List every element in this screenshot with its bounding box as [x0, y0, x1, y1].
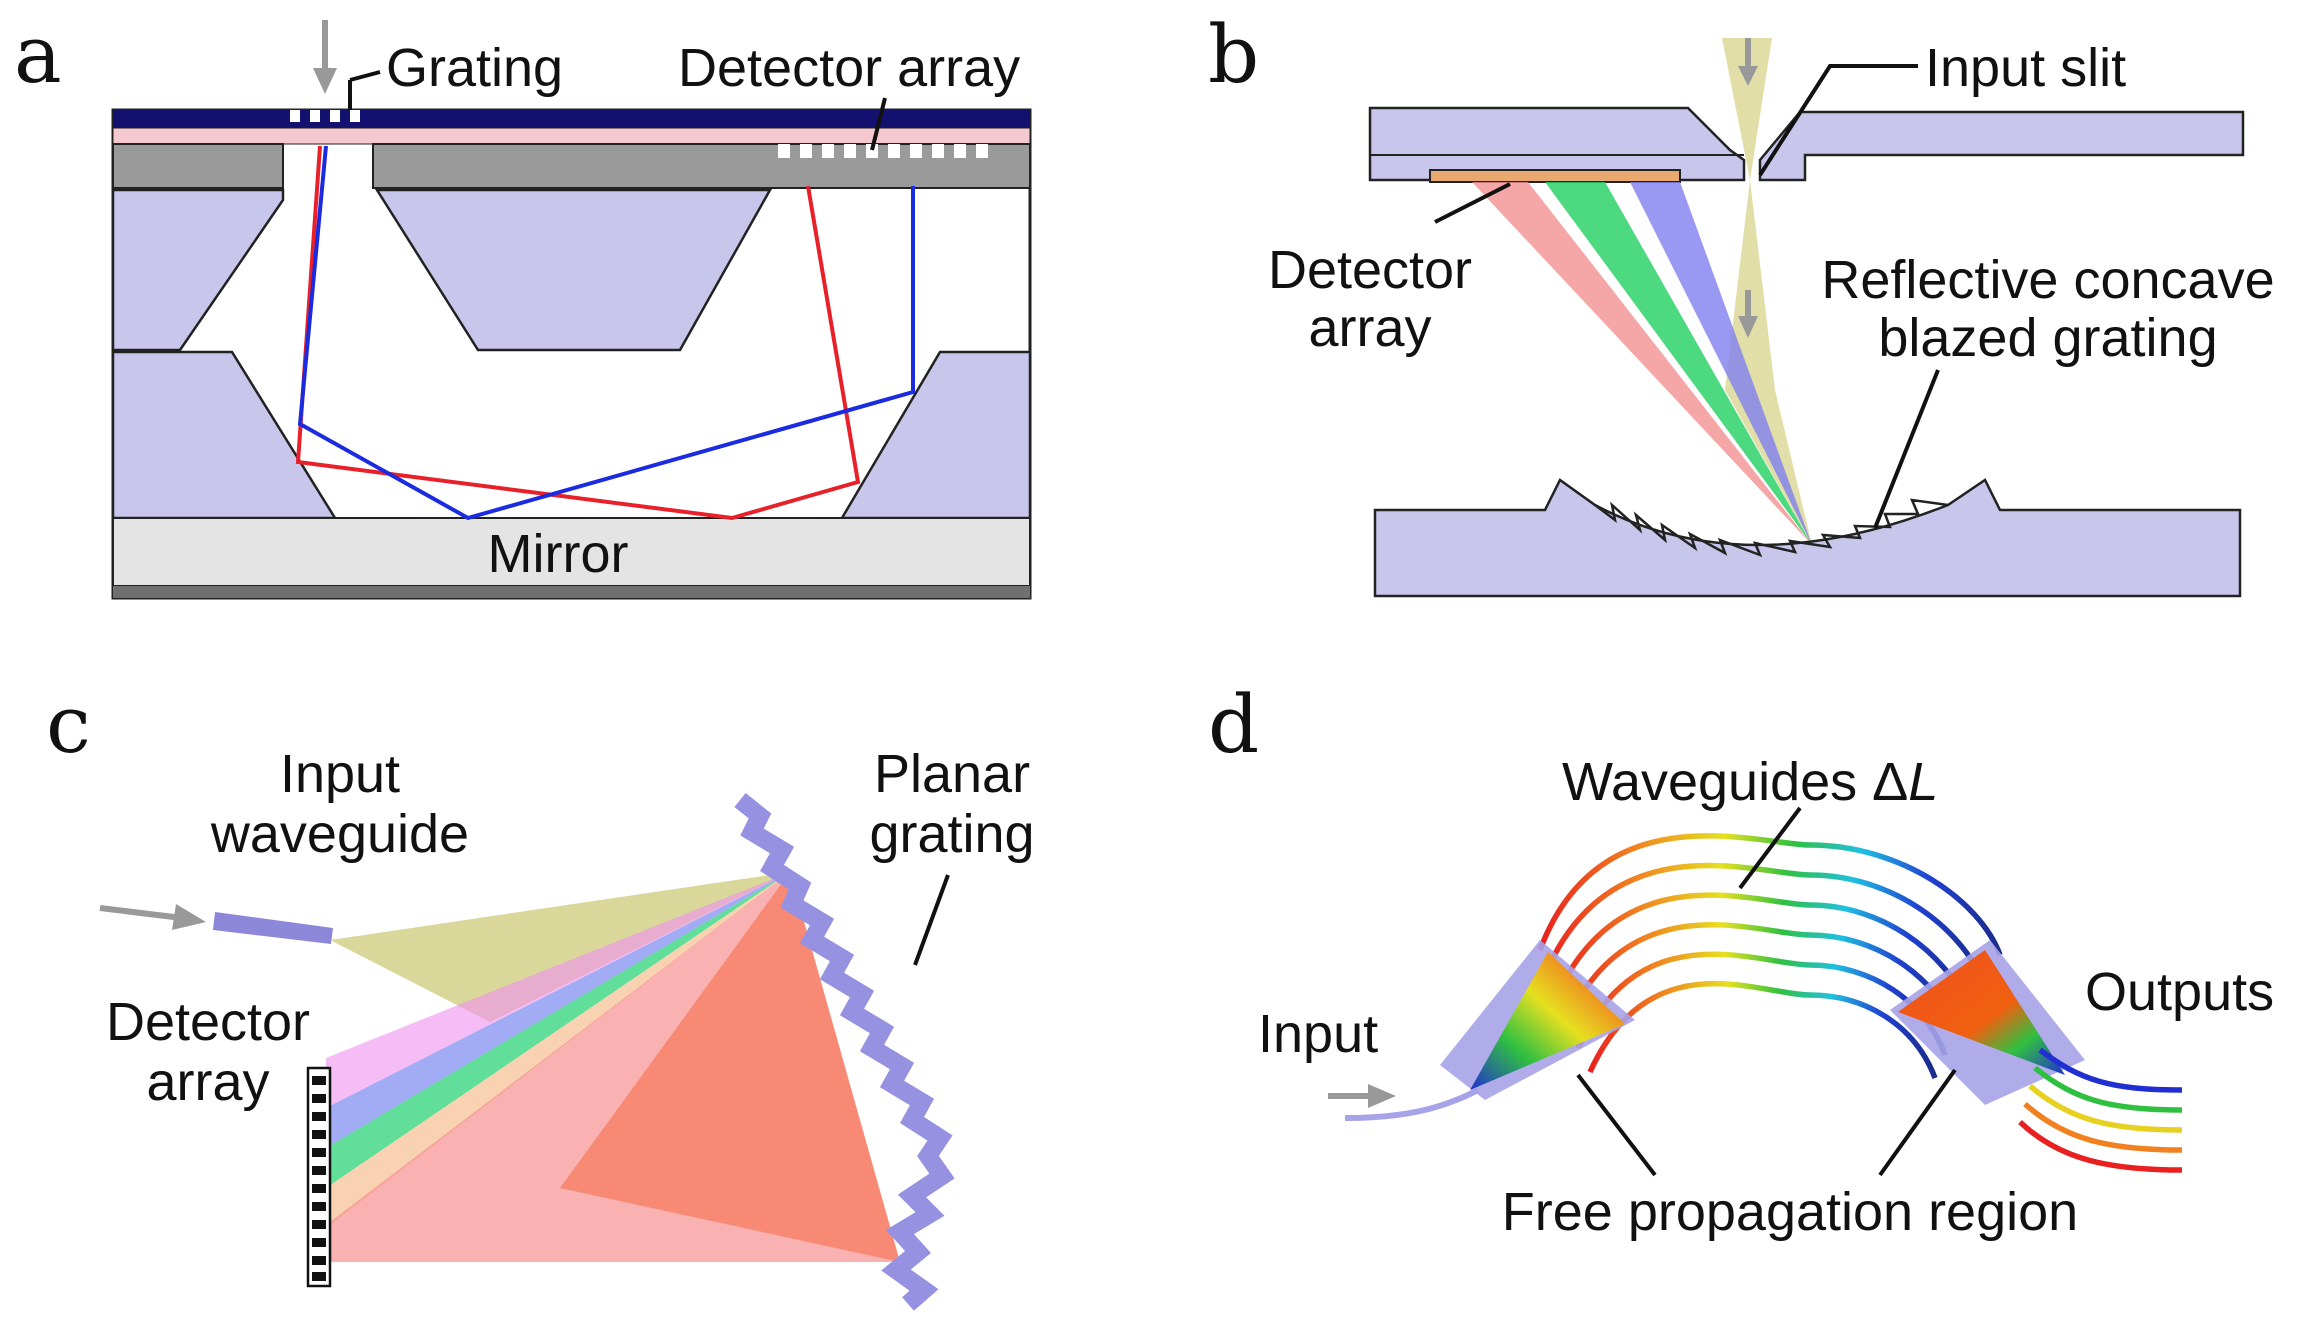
- gray-layer-right: [372, 143, 1031, 189]
- leader-detector: [870, 97, 887, 151]
- detector-strip: [1429, 169, 1681, 183]
- label-detector-array: Detector array: [678, 38, 1020, 98]
- label-grating-b-1: Reflective concave: [1821, 250, 2274, 310]
- top-plate-left: [1368, 106, 1746, 182]
- label-grating: Grating: [386, 38, 563, 98]
- label-fpr: Free propagation region: [1502, 1182, 2078, 1242]
- leader-grating-b: [1873, 369, 1940, 529]
- detector-array-teeth: [778, 144, 988, 158]
- leader-fpr-right: [1878, 1068, 1957, 1177]
- fpr-right-fan: [1898, 950, 2065, 1075]
- input-beam-lower: [1725, 390, 1812, 545]
- gray-layer-left: [112, 143, 284, 189]
- input-waveguide: [213, 912, 333, 944]
- detector-array-c: [306, 1066, 332, 1288]
- label-input-1: Input: [280, 744, 400, 804]
- panel-letter-a: a: [14, 8, 62, 101]
- leader-input-slit: [1758, 64, 1918, 177]
- panel-d: d Waveguides ΔL Inp: [1208, 678, 2274, 1242]
- pink-layer: [112, 127, 1031, 145]
- arrow-d-head: [1368, 1084, 1396, 1108]
- diffracted-red: [1472, 182, 1812, 545]
- panel-letter-c: c: [46, 678, 91, 771]
- leader-fpr-left: [1576, 1073, 1657, 1177]
- mirror-base: [113, 586, 1030, 598]
- label-mirror: Mirror: [488, 524, 629, 584]
- mirror: [112, 517, 1031, 587]
- panel-a: a: [14, 8, 1032, 600]
- fan-main: [560, 872, 900, 1262]
- diffracted-blue: [1630, 182, 1812, 545]
- arrow-b-top-head: [1738, 66, 1758, 86]
- label-detector-c-2: array: [146, 1052, 269, 1112]
- label-input-d: Input: [1258, 1004, 1378, 1064]
- arrayed-waveguides: [1537, 833, 2003, 1079]
- arrow-c-shaft: [99, 905, 183, 921]
- label-input-2: waveguide: [210, 804, 469, 864]
- input-beam-top: [1722, 38, 1772, 180]
- upper-left-block: [111, 188, 285, 352]
- leader-grating: [349, 70, 381, 82]
- blue-ray: [297, 145, 915, 521]
- label-detector-b-2: array: [1308, 298, 1431, 358]
- arrow-b-mid-head: [1738, 316, 1758, 338]
- label-grating-c-1: Planar: [874, 744, 1030, 804]
- diffracted-green: [1545, 182, 1812, 545]
- arrow-c-head: [172, 904, 206, 930]
- input-fan: [330, 872, 790, 1022]
- top-layer: [113, 110, 1030, 128]
- blazed-teeth: [1594, 498, 1949, 558]
- label-outputs: Outputs: [2085, 962, 2274, 1022]
- label-waveguides: Waveguides ΔL: [1562, 752, 1938, 812]
- fpr-left-fan: [1470, 952, 1625, 1090]
- leader-waveguides: [1738, 806, 1802, 890]
- panel-c: c Inpu: [46, 678, 1035, 1311]
- top-plate-right: [1758, 110, 2245, 182]
- input-waveguide-d: [1344, 1087, 1480, 1121]
- input-beam-slit: [1725, 180, 1775, 390]
- upper-middle-block: [374, 188, 773, 352]
- detector-pixels: [312, 1076, 326, 1281]
- label-grating-b-2: blazed grating: [1878, 308, 2217, 368]
- panel-b: b Input slit Detector array Reflective c…: [1208, 8, 2275, 598]
- leader-detector-b: [1434, 182, 1511, 224]
- label-detector-b-1: Detector: [1268, 240, 1472, 300]
- panel-letter-b: b: [1208, 8, 1259, 101]
- label-input-slit: Input slit: [1925, 38, 2126, 98]
- label-grating-c-2: grating: [869, 804, 1034, 864]
- output-waveguides: [2018, 1047, 2183, 1173]
- label-detector-c-1: Detector: [106, 992, 310, 1052]
- planar-grating: [734, 792, 955, 1311]
- panel-letter-d: d: [1208, 678, 1259, 771]
- grating-teeth: [290, 110, 360, 122]
- leader-grating-c: [913, 874, 950, 966]
- input-arrow-head: [313, 68, 337, 94]
